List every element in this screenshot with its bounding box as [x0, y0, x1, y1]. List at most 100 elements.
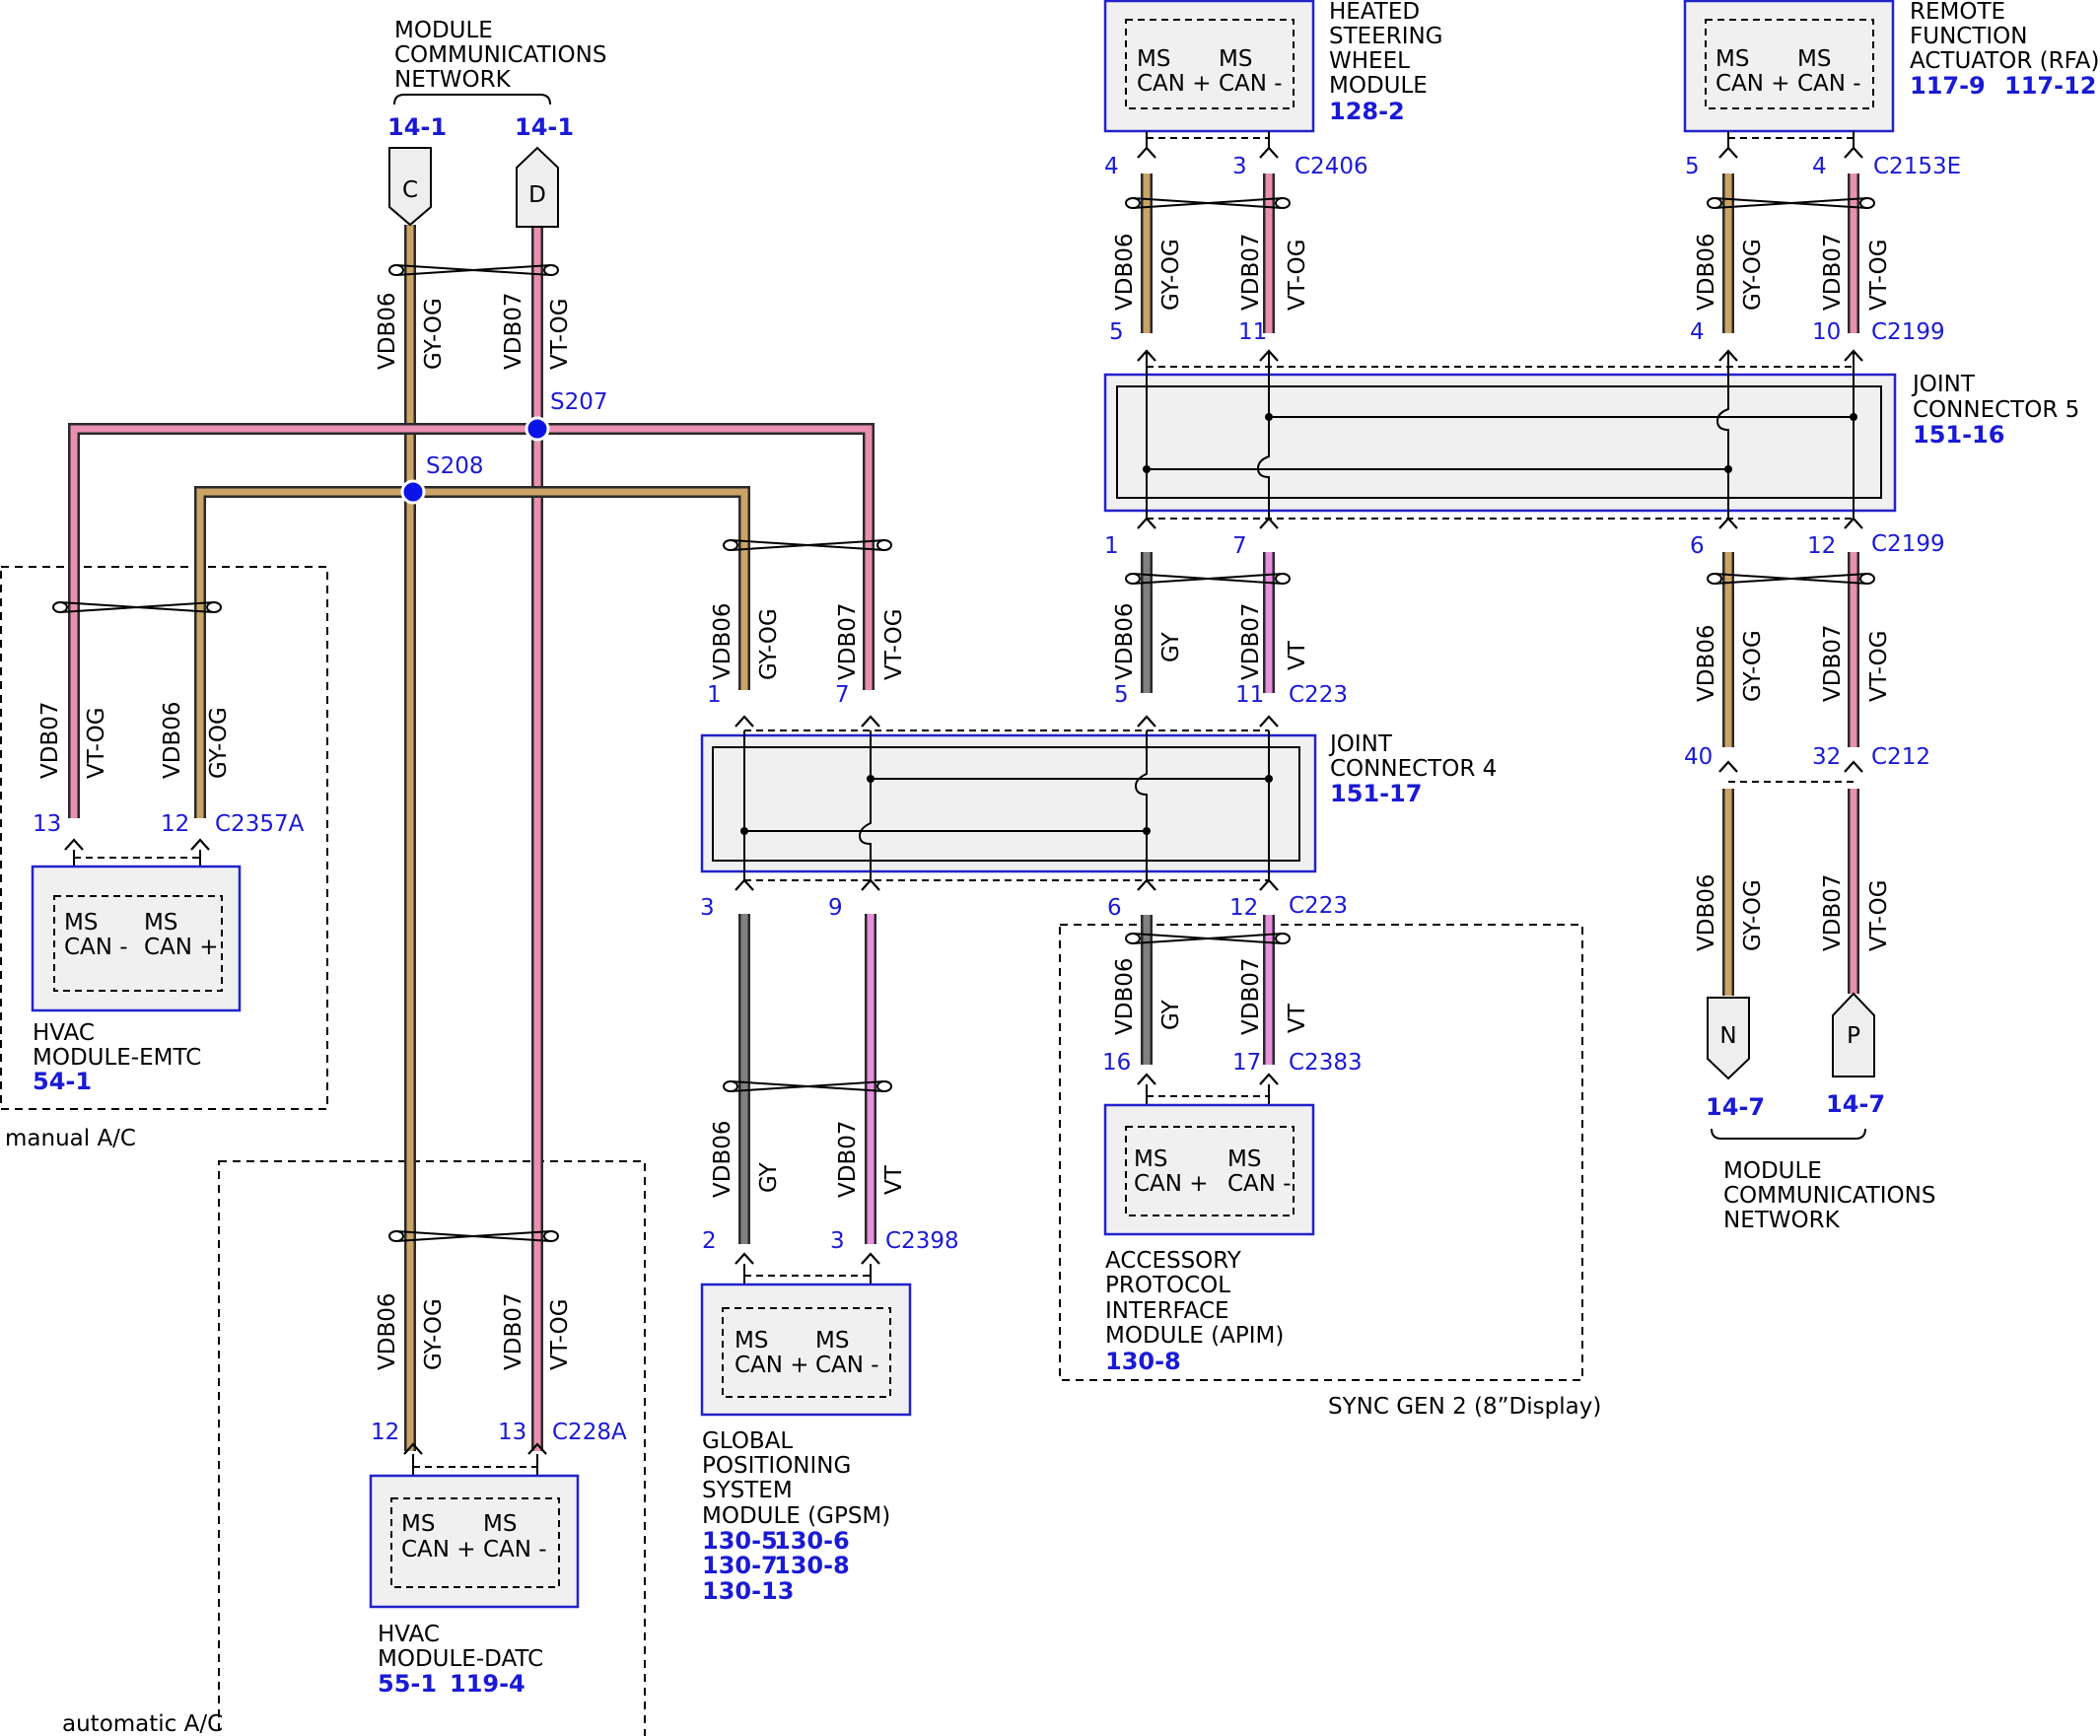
gpsm-name-2: POSITIONING: [702, 1453, 851, 1479]
ref-connector-p[interactable]: 14-7: [1826, 1090, 1885, 1118]
hvac-emtc-pin-a: 13: [33, 811, 61, 837]
connector-d-label: D: [528, 182, 546, 208]
jc4-pin-1: 1: [707, 682, 722, 708]
jc4-upper-connector-id: C223: [1289, 682, 1348, 708]
apim-name-3: INTERFACE: [1105, 1298, 1229, 1324]
svg-text:VDB07: VDB07: [1820, 234, 1846, 312]
svg-text:VT: VT: [881, 1164, 907, 1195]
rfa-name-1: REMOTE: [1910, 0, 2005, 25]
jc5-lower-connector-id: C2199: [1871, 531, 1945, 557]
gpsm-ref-1[interactable]: 130-5: [702, 1527, 778, 1555]
hvac-datc-wire-labels: VDB06 GY-OG VDB07 VT-OG: [375, 1293, 573, 1371]
hvac-datc-pin-a: 12: [371, 1420, 399, 1445]
hswm-name-2: STEERING: [1329, 24, 1443, 49]
hvac-datc-name-2: MODULE-DATC: [378, 1646, 543, 1672]
svg-text:MS: MS: [144, 910, 177, 936]
svg-text:MS: MS: [1227, 1146, 1261, 1172]
c212-pin-a: 40: [1684, 744, 1713, 770]
hvac-emtc-ref[interactable]: 54-1: [33, 1068, 92, 1095]
svg-text:VT-OG: VT-OG: [1866, 879, 1892, 951]
svg-text:VDB07: VDB07: [1238, 234, 1264, 312]
hvac-emtc-module[interactable]: MS CAN - MS CAN +: [31, 865, 242, 1012]
svg-text:VDB06: VDB06: [375, 1293, 400, 1371]
joint-connector-4[interactable]: [700, 730, 1317, 880]
jc4-ref[interactable]: 151-17: [1330, 780, 1422, 807]
hvac-datc-ref-b[interactable]: 119-4: [450, 1670, 525, 1698]
apim-connector-id: C2383: [1289, 1050, 1363, 1076]
twist-marker: [388, 264, 559, 276]
svg-text:VDB06: VDB06: [1112, 234, 1138, 312]
network-bottom-line-2: COMMUNICATIONS: [1723, 1183, 1935, 1209]
hswm-ref[interactable]: 128-2: [1329, 98, 1405, 125]
gpsm-ref-4[interactable]: 130-8: [774, 1552, 850, 1579]
hswm-name-4: MODULE: [1329, 73, 1428, 99]
ref-connector-d[interactable]: 14-1: [515, 113, 574, 141]
network-title-line-1: MODULE: [394, 18, 493, 43]
svg-text:MS: MS: [1137, 46, 1170, 72]
rfa-module[interactable]: MS CAN + MS CAN -: [1683, 0, 1895, 133]
hswm-module[interactable]: MS CAN + MS CAN -: [1103, 0, 1315, 133]
gpsm-ref-3[interactable]: 130-7: [702, 1552, 778, 1579]
svg-text:VDB06: VDB06: [1694, 625, 1719, 703]
jc5-pin-7: 7: [1232, 533, 1247, 559]
network-bottom-line-1: MODULE: [1723, 1158, 1822, 1184]
jc5-ref[interactable]: 151-16: [1913, 421, 2004, 449]
gpsm-pin-a: 2: [702, 1228, 717, 1254]
svg-text:VDB06: VDB06: [710, 1121, 735, 1199]
gpsm-ref-5[interactable]: 130-13: [702, 1577, 794, 1605]
svg-text:VDB07: VDB07: [1238, 958, 1264, 1036]
rfa-name-2: FUNCTION: [1910, 24, 2027, 49]
gpsm-connector-id: C2398: [885, 1228, 959, 1254]
twist-marker: [1707, 197, 1875, 209]
svg-text:GY-OG: GY-OG: [1740, 630, 1766, 702]
svg-text:VT-OG: VT-OG: [1285, 239, 1310, 311]
svg-text:VDB07: VDB07: [835, 603, 861, 681]
svg-text:VDB07: VDB07: [501, 1293, 526, 1371]
svg-text:CAN -: CAN -: [64, 935, 128, 960]
twist-marker: [723, 1080, 892, 1092]
sync-gen2-label: SYNC GEN 2 (8”Display): [1328, 1394, 1601, 1420]
manual-ac-label: manual A/C: [5, 1126, 136, 1151]
svg-text:CAN -: CAN -: [483, 1537, 547, 1562]
apim-module[interactable]: MS CAN + MS CAN -: [1103, 1103, 1315, 1236]
svg-text:S208: S208: [426, 453, 484, 479]
jc4-pin-12: 12: [1229, 895, 1258, 921]
apim-ref[interactable]: 130-8: [1105, 1348, 1181, 1375]
jc5-pin-11: 11: [1238, 319, 1267, 345]
svg-text:MS: MS: [401, 1511, 435, 1537]
hvac-datc-pin-b: 13: [498, 1420, 526, 1445]
gpsm-ref-2[interactable]: 130-6: [774, 1527, 850, 1555]
jc5-pin-10: 10: [1812, 319, 1841, 345]
svg-text:VDB06: VDB06: [375, 293, 400, 371]
svg-text:MS: MS: [1797, 46, 1831, 72]
gpsm-name-1: GLOBAL: [702, 1428, 793, 1454]
hswm-pin-a: 4: [1104, 154, 1119, 179]
automatic-ac-outline: [218, 1160, 646, 1736]
hvac-datc-module[interactable]: MS CAN + MS CAN -: [369, 1474, 580, 1609]
svg-text:CAN -: CAN -: [815, 1353, 879, 1378]
svg-text:VT: VT: [1285, 640, 1310, 670]
svg-text:VDB06: VDB06: [710, 603, 735, 681]
c212-connector-id: C212: [1871, 744, 1930, 770]
network-title-line-3: NETWORK: [394, 67, 512, 93]
jc4-pin-9: 9: [828, 895, 843, 921]
twist-marker: [52, 601, 222, 613]
joint-connector-5[interactable]: [1103, 351, 1897, 519]
hvac-emtc-pin-b: 12: [161, 811, 189, 837]
hvac-datc-ref-a[interactable]: 55-1: [378, 1670, 437, 1698]
hvac-emtc-connector-id: C2357A: [215, 811, 305, 837]
ref-connector-c[interactable]: 14-1: [387, 113, 447, 141]
apim-pin-a: 16: [1102, 1050, 1131, 1076]
rfa-ref-a[interactable]: 117-9: [1910, 72, 1986, 100]
jc4-lower-connector-id: C223: [1289, 893, 1348, 919]
svg-text:VDB07: VDB07: [1820, 874, 1846, 952]
jc5-name-2: CONNECTOR 5: [1913, 397, 2079, 423]
rfa-ref-b[interactable]: 117-12: [2004, 72, 2096, 100]
svg-text:VT-OG: VT-OG: [547, 298, 573, 370]
svg-text:S207: S207: [550, 389, 608, 415]
jc5-pin-12: 12: [1807, 533, 1836, 559]
connector-c-label: C: [402, 177, 418, 203]
svg-text:VT-OG: VT-OG: [84, 707, 109, 779]
gpsm-module[interactable]: MS CAN + MS CAN -: [700, 1283, 912, 1417]
ref-connector-n[interactable]: 14-7: [1706, 1093, 1765, 1121]
